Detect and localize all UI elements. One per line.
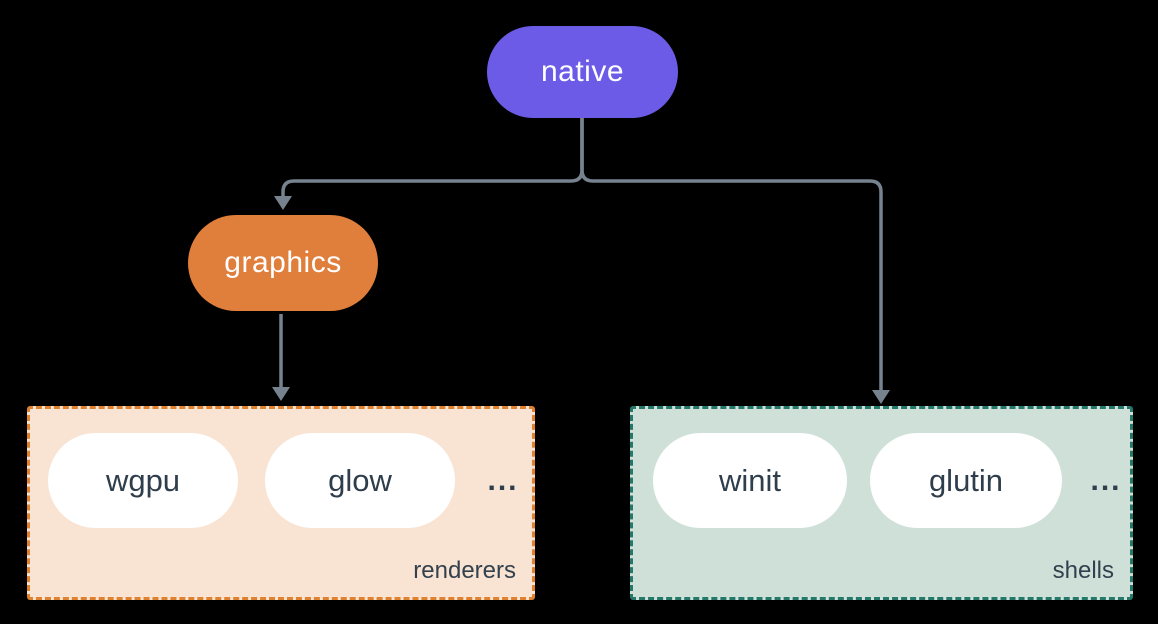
arrowhead-graphics: [274, 196, 292, 210]
pill-wgpu: wgpu: [48, 433, 238, 528]
pill-wgpu-label: wgpu: [105, 462, 181, 498]
group-shells-label: shells: [1052, 557, 1114, 584]
edge-native-graphics: [274, 118, 584, 210]
shells-ellipsis: ...: [1090, 463, 1122, 497]
node-native-label: native: [540, 55, 625, 88]
edge-native-shells: [580, 118, 890, 404]
group-renderers-label: renderers: [413, 557, 516, 584]
pill-glow-label: glow: [328, 462, 392, 498]
pill-glutin: glutin: [870, 433, 1062, 528]
pill-glow: glow: [265, 433, 455, 528]
renderers-ellipsis: ...: [487, 463, 519, 497]
arrowhead-shells: [872, 390, 890, 404]
group-shells: winit glutin ... shells: [630, 406, 1133, 600]
node-native: native: [487, 26, 678, 118]
pill-winit: winit: [653, 433, 847, 528]
pill-winit-label: winit: [718, 462, 781, 498]
arrowhead-renderers: [272, 387, 290, 401]
pill-glutin-label: glutin: [928, 462, 1004, 498]
node-graphics: graphics: [188, 215, 378, 311]
node-graphics-label: graphics: [224, 246, 342, 279]
edge-graphics-renderers: [272, 314, 290, 401]
group-renderers: wgpu glow ... renderers: [27, 406, 535, 600]
